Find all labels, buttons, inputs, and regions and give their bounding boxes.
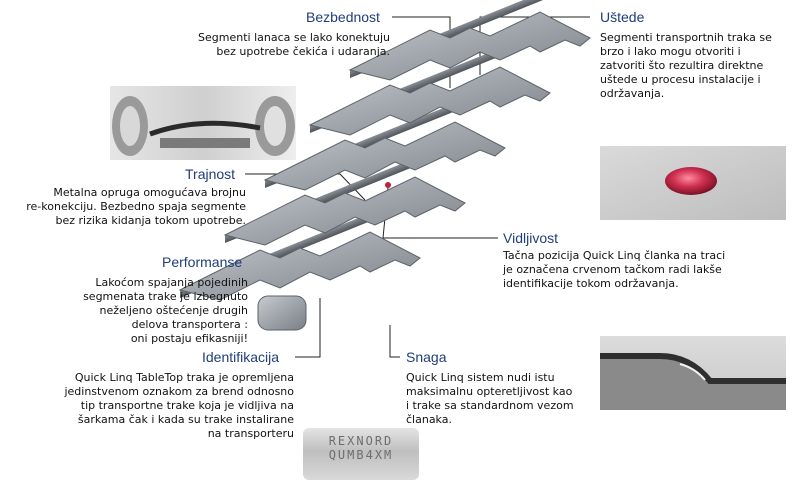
ustede-title: Uštede [600, 9, 645, 25]
trajnost-text: Metalna opruga omogućava brojnu re-konek… [26, 186, 246, 227]
identifikacija-line [295, 298, 321, 358]
identifikacija-text: Quick Linq TableTop traka je opremljena … [64, 371, 294, 440]
chain-plate [308, 66, 551, 136]
bezbednost-title: Bezbednost [306, 9, 380, 25]
chain-plate [348, 11, 591, 81]
vidljivost-title: Vidljivost [503, 230, 558, 246]
stamp-photo: REXNORD QUMB4XM [303, 428, 419, 480]
performanse-title: Performanse [162, 254, 243, 270]
marker-photo [600, 146, 786, 220]
red-marker [385, 182, 391, 188]
hinge-tab [257, 295, 307, 331]
snaga-text: Quick Linq sistem nudi istu maksimalnu o… [406, 371, 574, 426]
performanse-text: Lakoćom spajanja pojedinih segmenata tra… [83, 276, 248, 345]
snaga-title: Snaga [406, 349, 447, 365]
chain-plate [178, 231, 421, 301]
chain-plate [263, 121, 506, 191]
identifikacija-title: Identifikacija [202, 349, 280, 365]
bezbednost-text: Segmenti lanaca se lako konektuju bez up… [198, 31, 390, 58]
chain-plate [223, 176, 466, 246]
ustede-text: Segmenti transportnih traka se brzo i la… [600, 31, 772, 100]
snaga-line [389, 325, 400, 358]
trajnost-title: Trajnost [185, 166, 236, 182]
ustede-line [479, 16, 590, 75]
vidljivost-text: Tačna pozicija Quick Linq članka na trac… [503, 249, 726, 290]
edge-profile-photo [600, 336, 786, 410]
stamp-text: REXNORD QUMB4XM [328, 434, 394, 462]
spring-photo [110, 86, 296, 160]
